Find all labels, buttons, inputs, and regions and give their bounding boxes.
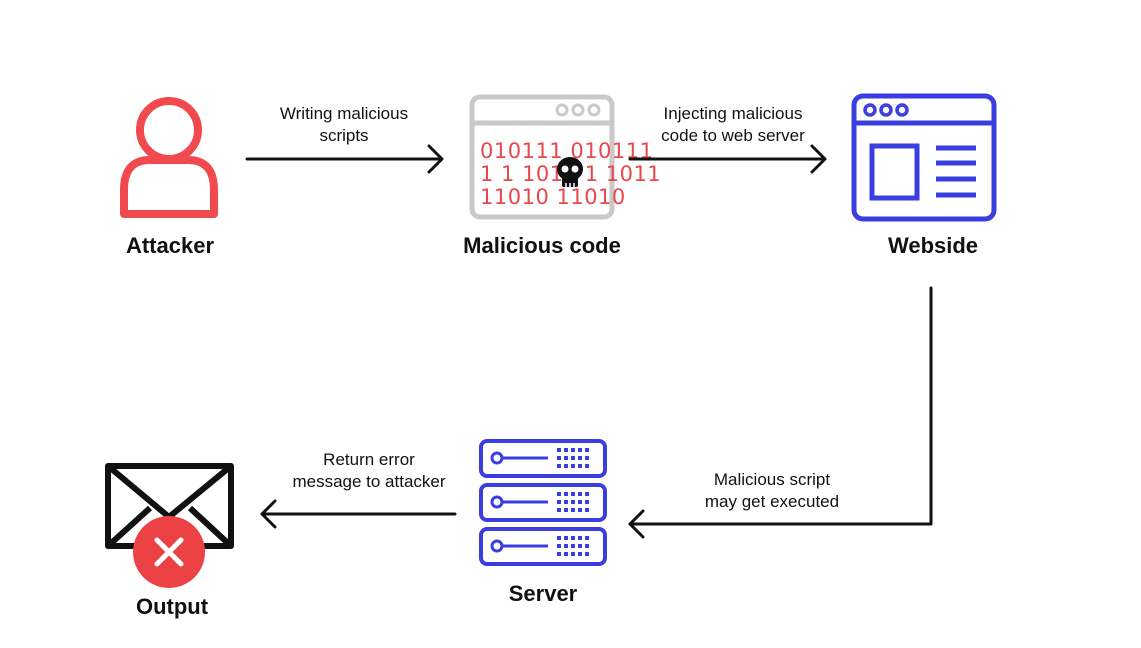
edge-label-line: Malicious script [713,470,831,489]
envelope-error-icon [105,463,234,588]
arrow-code-to-website [628,144,827,174]
browser-code-icon: 010111 010111 1 1 1011 1 1011 11010 1101… [469,94,661,220]
server-unit [479,527,607,566]
error-x-icon [133,516,205,588]
arrow-website-to-server [628,286,933,539]
edge-label-line: may get executed [704,492,840,511]
malicious-code-label: Malicious code [463,233,621,258]
arrow-attacker-to-code [245,144,444,174]
browser-window-icon [851,93,997,222]
edge-label-line: scripts [319,126,369,145]
edge-label-injecting: Injecting malicious code to web server [633,103,833,147]
server-label: Server [508,581,578,606]
server-rack-icon [479,439,607,566]
edge-label-line: message to attacker [292,472,446,491]
server-unit [479,439,607,478]
website-label: Webside [887,233,979,258]
output-label: Output [135,594,209,619]
edge-label-line: code to web server [661,126,805,145]
edge-label-return: Return error message to attacker [274,449,464,493]
skull-icon [557,157,583,187]
arrow-server-to-output [260,499,457,529]
server-unit [479,483,607,522]
edge-label-line: Injecting malicious [663,104,803,123]
edge-label-line: Writing malicious [279,104,409,123]
edge-label-executed: Malicious script may get executed [672,469,872,513]
edge-label-writing: Writing malicious scripts [254,103,434,147]
code-line-3: 11010 11010 [480,185,626,209]
edge-label-line: Return error [323,450,415,469]
attacker-label: Attacker [125,233,215,258]
user-icon [120,97,218,218]
